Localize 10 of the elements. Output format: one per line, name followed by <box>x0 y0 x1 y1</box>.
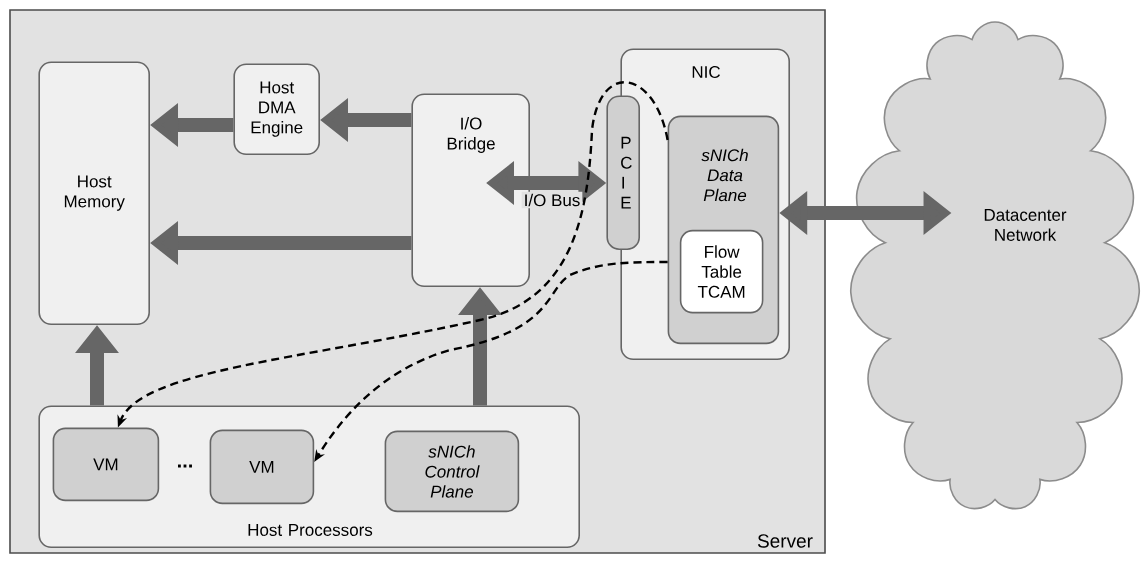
vm-box: VM <box>52 427 160 502</box>
memory-box: Host Memory <box>38 61 150 325</box>
edge-label: I/O Bus <box>525 193 580 207</box>
table-box: Flow Table TCAM <box>679 229 764 314</box>
engine-box: Host DMA Engine <box>233 63 320 155</box>
vm-box: VM <box>209 429 315 505</box>
ellipsis: ... <box>178 464 192 468</box>
connector-slot: P C I E <box>606 95 640 250</box>
control-plane-box: sNICh Control Plane <box>384 430 520 513</box>
cloud: Datacenter Network <box>850 21 1140 510</box>
